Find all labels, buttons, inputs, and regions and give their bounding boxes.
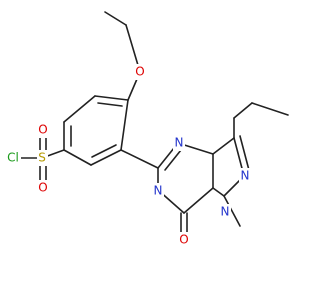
ether-oxygen-label: O xyxy=(135,65,144,79)
pyrimidine-n-top-label: N xyxy=(175,136,184,150)
bond-benzene-1-inner xyxy=(97,102,123,107)
carbonyl-oxygen-atom: O xyxy=(178,232,190,248)
bond-propyl-2-3 xyxy=(251,102,289,116)
bond-benzene-5 xyxy=(90,149,122,166)
sulfonyl-oxygen-bottom-atom: O xyxy=(37,180,49,196)
bond-propyl-1-2 xyxy=(233,102,253,119)
chlorine-label: Cl xyxy=(7,151,19,165)
pyrazole-n-methyl-label: N xyxy=(221,205,230,219)
pyrazole-n-imine-label: N xyxy=(241,169,250,183)
bond-c7a-c7 xyxy=(183,187,214,214)
bond-benzene-5-inner xyxy=(91,144,117,158)
bond-n1-methyl xyxy=(223,195,241,227)
bond-benzene-6 xyxy=(120,99,129,151)
bonds xyxy=(15,11,289,241)
pyrazole-n-imine-atom: N xyxy=(239,168,251,184)
carbonyl-oxygen-label: O xyxy=(179,233,188,247)
pyrimidine-n-left-atom: N xyxy=(152,183,164,199)
structure-svg: O S Cl O O N N N xyxy=(5,11,289,248)
bond-benzene-2 xyxy=(63,95,96,123)
sulfur-label: S xyxy=(38,151,46,165)
bond-c3a-c3 xyxy=(212,137,235,155)
sulfonyl-oxygen-top-atom: O xyxy=(37,122,49,138)
pyrazole-n-methyl-atom: N xyxy=(219,204,231,220)
bond-c3-n2-b xyxy=(239,135,251,175)
chlorine-atom: Cl xyxy=(5,150,21,166)
ether-oxygen-atom: O xyxy=(134,64,147,80)
bond-c5-n4-inner xyxy=(164,149,182,171)
atom-labels: O S Cl O O N N N xyxy=(5,64,251,248)
bond-ethyl-ch3-ch2 xyxy=(104,11,127,26)
sulfur-atom: S xyxy=(37,150,48,166)
molecule-diagram: O S Cl O O N N N xyxy=(5,11,289,248)
bond-benzene-1 xyxy=(94,95,129,101)
bond-benzene-4 xyxy=(63,149,92,166)
sulfonyl-oxygen-top-label: O xyxy=(38,123,47,137)
pyrimidine-n-top-atom: N xyxy=(173,135,185,151)
sulfonyl-oxygen-bottom-label: O xyxy=(38,181,47,195)
pyrimidine-n-left-label: N xyxy=(154,184,163,198)
bond-aryl-c5 xyxy=(120,149,159,169)
bond-n1-c7a xyxy=(212,187,225,197)
